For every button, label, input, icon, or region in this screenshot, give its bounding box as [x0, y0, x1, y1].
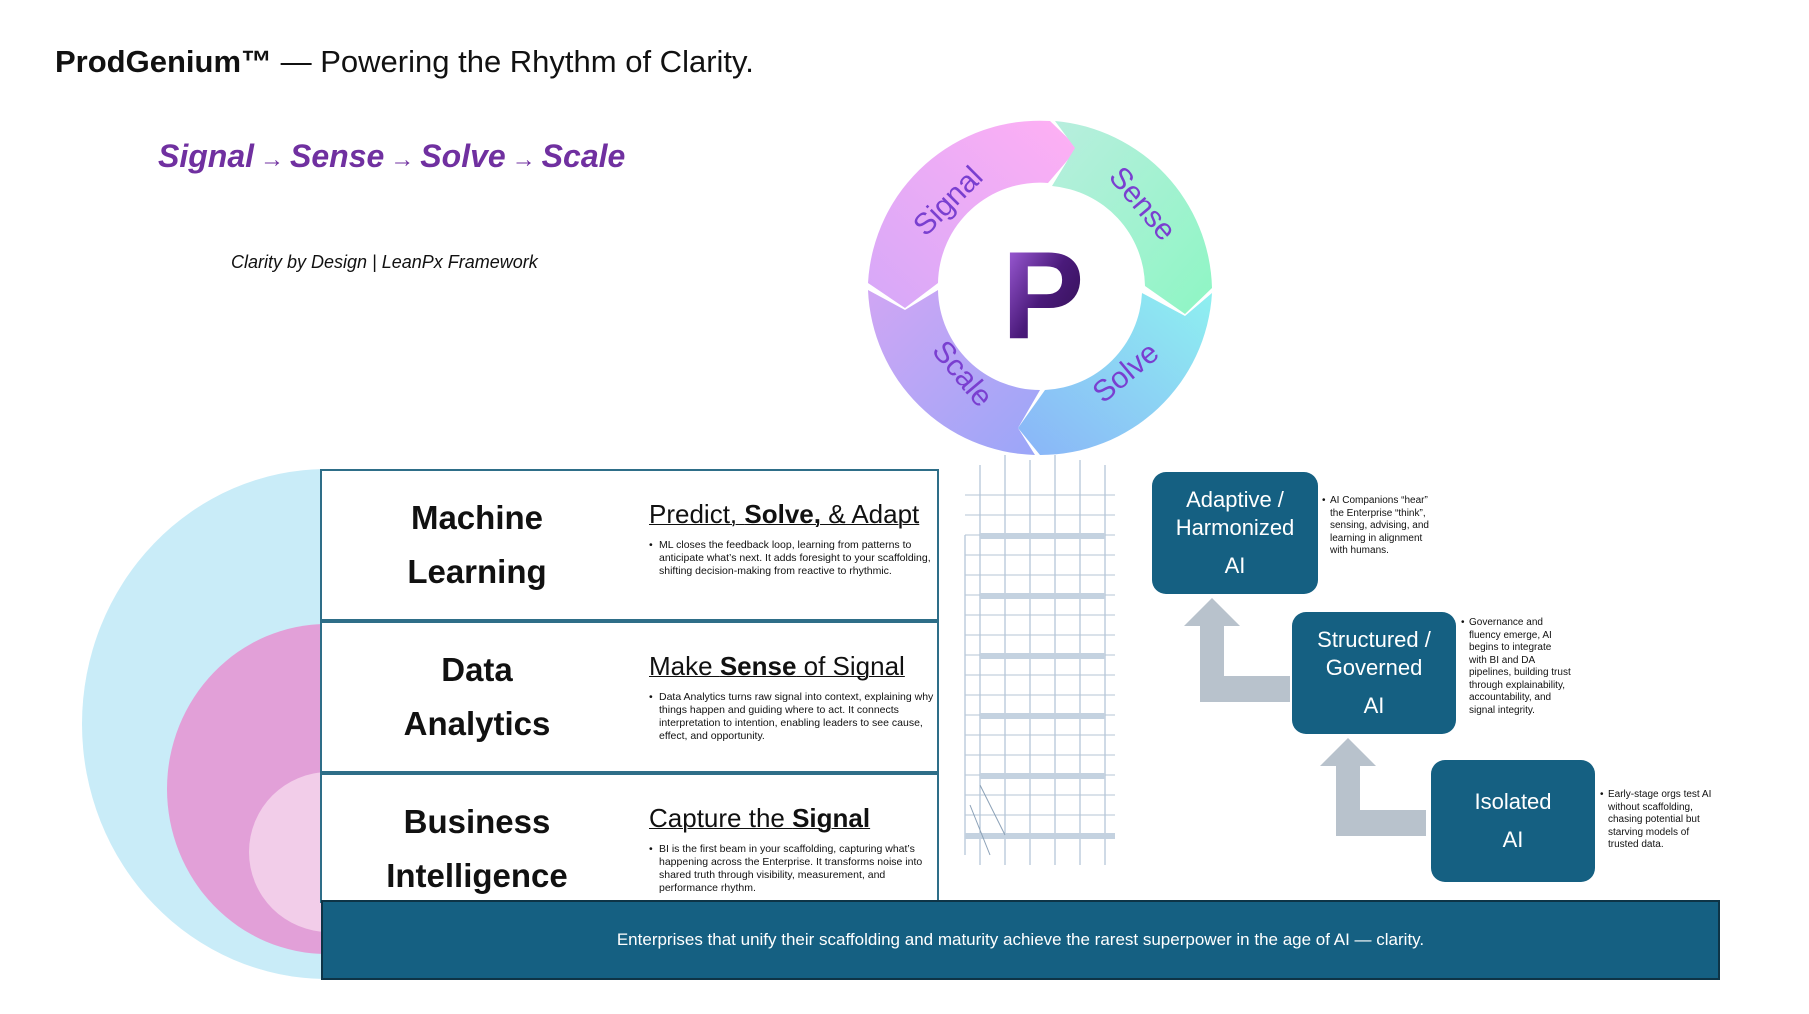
subtitle: Clarity by Design | LeanPx Framework	[231, 252, 538, 272]
tagline-word: Solve	[420, 138, 506, 174]
arrow-right-icon: →	[260, 146, 285, 173]
layer-heading: Make Sense of Signal	[649, 651, 905, 681]
cycle-segment-signal	[868, 120, 1078, 308]
brand-name: ProdGenium™	[55, 44, 273, 79]
tagline-word: Signal	[158, 138, 255, 174]
maturity-note-structured: Governance and fluency emerge, AI begins…	[1461, 617, 1571, 717]
clarity-banner: Enterprises that unify their scaffolding…	[321, 900, 1720, 980]
maturity-semicircles	[0, 440, 321, 1000]
layer-description: ML closes the feedback loop, learning fr…	[649, 539, 944, 578]
maturity-arrows	[1184, 598, 1426, 836]
cycle-diagram: Signal Sense Solve Scale P	[868, 120, 1212, 456]
arrow-right-icon: →	[390, 146, 415, 173]
layer-description: Data Analytics turns raw signal into con…	[649, 691, 944, 743]
layer-heading: Predict, Solve, & Adapt	[649, 499, 920, 529]
title-rest: — Powering the Rhythm of Clarity.	[272, 44, 754, 79]
layer-description: BI is the first beam in your scaffolding…	[649, 843, 944, 895]
tagline: Signal→Sense→Solve→Scale	[158, 138, 625, 175]
maturity-note-isolated: Early-stage orgs test AI without scaffol…	[1600, 789, 1720, 852]
cycle-segment-scale	[868, 290, 1040, 455]
cycle-segment-solve	[1018, 293, 1212, 456]
arrow-up-icon	[1184, 598, 1290, 702]
arrow-right-icon: →	[511, 146, 536, 173]
cycle-segment-sense	[1052, 121, 1212, 314]
center-logo-letter: P	[1002, 227, 1085, 365]
layer-heading: Capture the Signal	[649, 803, 871, 833]
tagline-word: Sense	[290, 138, 385, 174]
page-title: ProdGenium™ — Powering the Rhythm of Cla…	[55, 44, 754, 80]
tagline-word: Scale	[541, 138, 626, 174]
scaffolding-illustration	[964, 455, 1115, 865]
arrow-up-icon	[1320, 738, 1426, 836]
maturity-note-adaptive: AI Companions “hear” the Enterprise “thi…	[1322, 495, 1440, 558]
